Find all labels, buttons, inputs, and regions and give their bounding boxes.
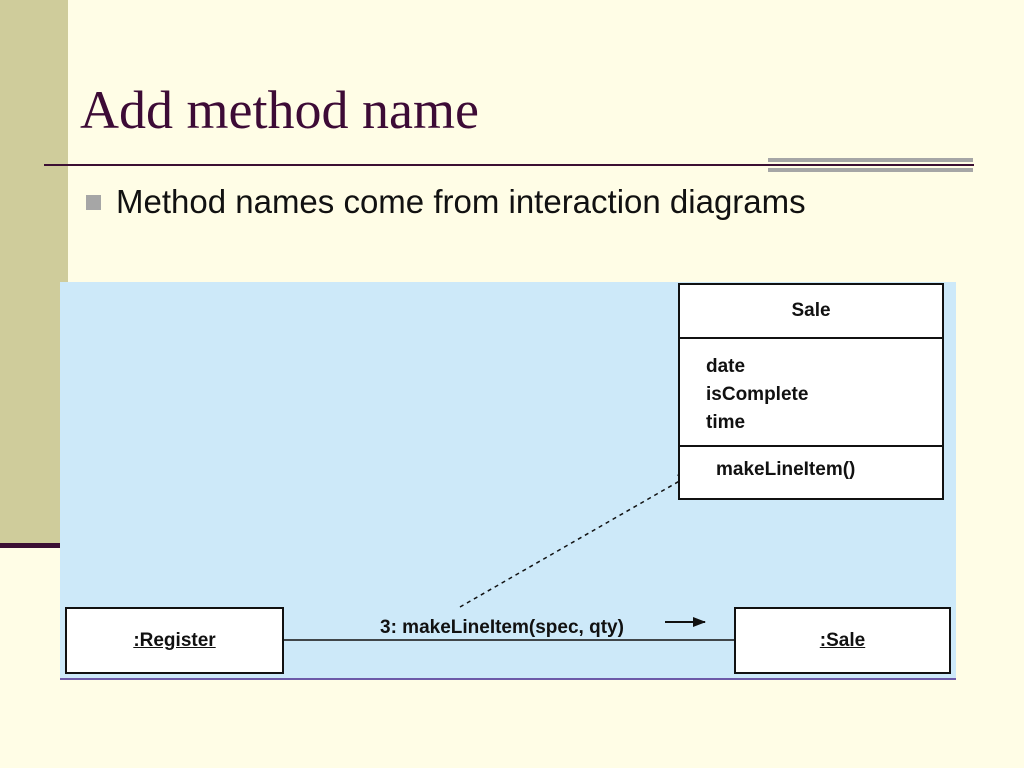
title-divider xyxy=(44,164,974,166)
title-divider-accent xyxy=(768,158,973,172)
bullet-item: Method names come from interaction diagr… xyxy=(86,182,806,222)
class-operation: makeLineItem() xyxy=(716,459,856,480)
uml-diagram: Sale date isComplete time makeLineItem()… xyxy=(60,282,956,680)
message-label: 3: makeLineItem(spec, qty) xyxy=(380,617,624,638)
side-band xyxy=(0,0,68,545)
attribute-date: date xyxy=(706,356,746,377)
bullet-square-icon xyxy=(86,194,101,210)
sale-instance-box: :Sale xyxy=(734,607,951,674)
slide-title: Add method name xyxy=(80,80,479,140)
register-instance-box: :Register xyxy=(65,607,284,674)
dependency-arrow xyxy=(459,474,692,608)
bullet-text: Method names come from interaction diagr… xyxy=(116,183,806,220)
attribute-iscomplete: isComplete xyxy=(706,384,809,405)
diagram-connectors xyxy=(284,474,734,641)
message-arrowhead-icon xyxy=(693,617,706,627)
attribute-time: time xyxy=(706,412,746,433)
diagram-bottom-rule xyxy=(60,678,956,680)
sale-class-box: Sale date isComplete time makeLineItem() xyxy=(678,283,944,500)
class-attributes: date isComplete time xyxy=(680,339,942,447)
side-band-rule xyxy=(0,543,68,548)
class-name: Sale xyxy=(680,285,942,339)
